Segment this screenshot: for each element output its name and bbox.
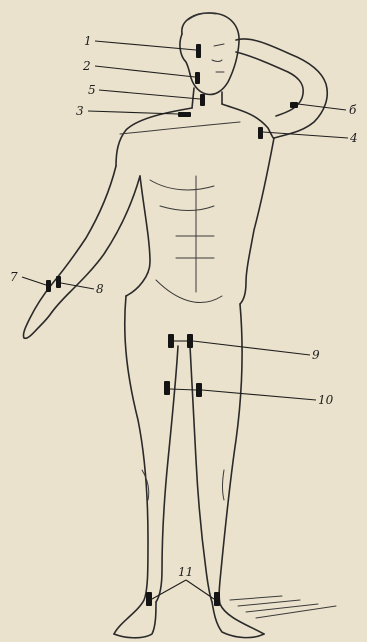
electrode-10-right xyxy=(196,383,202,397)
electrode-5 xyxy=(200,94,205,106)
label-11: 11 xyxy=(178,565,193,579)
label-1: 1 xyxy=(84,34,92,48)
label-9: 9 xyxy=(312,348,320,362)
label-8: 8 xyxy=(96,282,104,296)
label-2: 2 xyxy=(82,59,91,73)
label-7: 7 xyxy=(10,270,18,284)
electrode-10-left xyxy=(164,381,170,395)
electrode-9-left xyxy=(168,334,174,348)
electrode-2 xyxy=(195,72,200,84)
electrode-b xyxy=(290,102,298,108)
label-3: 3 xyxy=(76,104,84,118)
label-b: б xyxy=(349,103,357,117)
electrode-1 xyxy=(196,44,201,58)
leader-lines xyxy=(22,41,348,599)
label-10: 10 xyxy=(318,393,334,407)
electrode-11-left xyxy=(146,592,152,606)
electrode-11-right xyxy=(214,592,220,606)
human-figure xyxy=(23,13,336,638)
label-5: 5 xyxy=(88,83,96,97)
electrode-3 xyxy=(178,112,191,117)
label-4: 4 xyxy=(349,131,358,145)
electrode-4 xyxy=(258,127,263,139)
electrode-7 xyxy=(46,280,51,292)
electrode-9-right xyxy=(187,334,193,348)
electrode-8 xyxy=(56,276,61,288)
